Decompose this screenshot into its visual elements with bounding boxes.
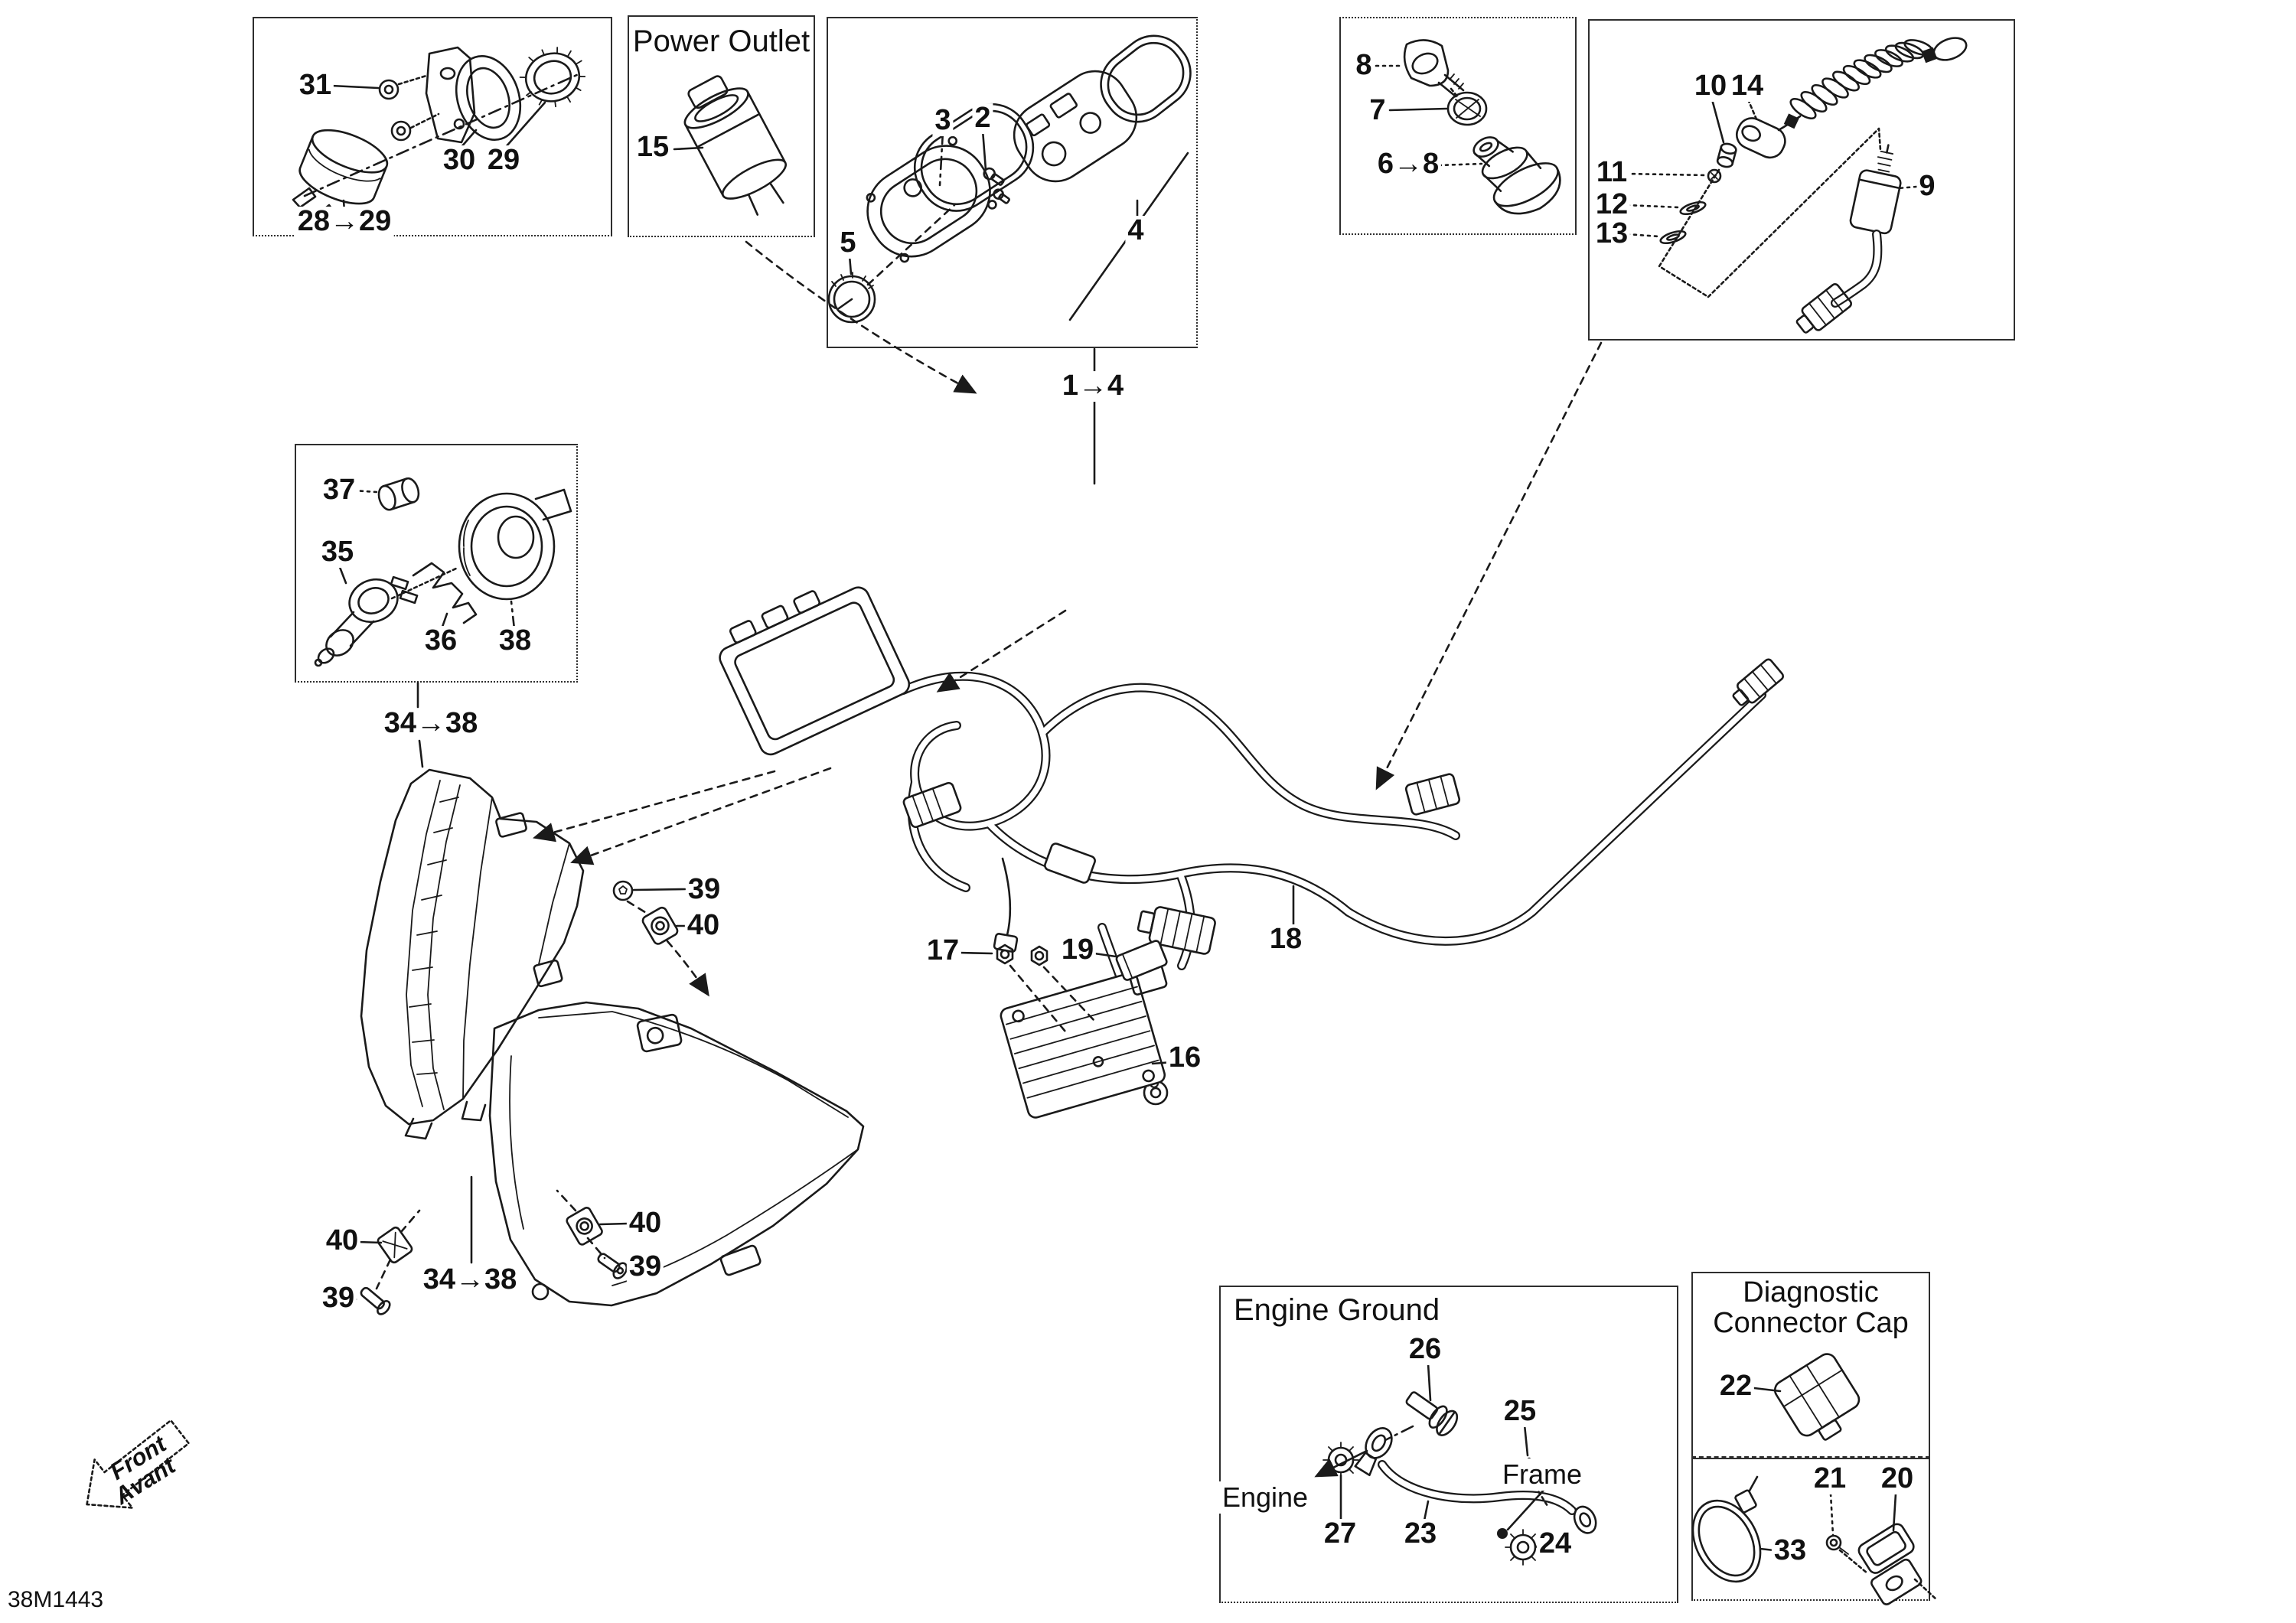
wiring-harness-drawing: [719, 586, 1784, 1106]
part-label-17: 17: [924, 935, 962, 966]
part-label-20: 20: [1878, 1463, 1916, 1494]
part-label-33: 33: [1771, 1535, 1809, 1566]
box-tether-cord: [1588, 19, 2015, 341]
part-label-40-upper: 40: [684, 910, 722, 941]
box-headlight-bulb: [295, 444, 578, 683]
part-label-37: 37: [320, 474, 358, 506]
part-label-24: 24: [1536, 1528, 1574, 1559]
part-label-21: 21: [1811, 1463, 1849, 1494]
gauge-cluster-drawing: [827, 34, 1192, 324]
part-label-30: 30: [440, 145, 478, 176]
cable-tie-drawing: [1691, 1475, 1776, 1583]
part-label-23: 23: [1401, 1518, 1440, 1550]
part-label-2: 2: [972, 103, 993, 134]
part-label-40-left: 40: [323, 1225, 361, 1256]
leader-lines: [352, 240, 1603, 1315]
part-label-28-29: 28→29: [295, 206, 394, 237]
part-label-29: 29: [484, 145, 523, 176]
part-label-5: 5: [837, 227, 859, 259]
engine-ground-title: Engine Ground: [1234, 1293, 1440, 1327]
screw-21-drawing: [1825, 1492, 1849, 1555]
box-key: [1339, 17, 1577, 235]
frame-label: Frame: [1485, 1458, 1600, 1491]
voltage-regulator-drawing: [957, 940, 1174, 1119]
headlight-lens-drawing: [488, 1001, 865, 1307]
engine-label: Engine: [1208, 1481, 1322, 1514]
part-label-38: 38: [496, 625, 534, 657]
part-label-39-left: 39: [319, 1282, 357, 1314]
part-label-36: 36: [422, 625, 460, 657]
part-label-12: 12: [1593, 189, 1631, 220]
headlight-housing-drawing: [360, 768, 585, 1140]
tether-cord-drawing: [1624, 37, 1968, 334]
front-direction-arrow: Front Avant: [86, 1419, 190, 1510]
part-label-9: 9: [1916, 171, 1938, 202]
engine-ground-drawing: [1314, 1362, 1597, 1566]
box-power-outlet: [628, 15, 815, 237]
part-label-25: 25: [1501, 1396, 1539, 1427]
part-label-35: 35: [318, 536, 357, 568]
box-gauge-cluster: [827, 17, 1198, 348]
part-label-11: 11: [1593, 157, 1630, 188]
part-label-39-upper: 39: [685, 874, 723, 905]
headlight-bulb-drawing: [314, 477, 572, 667]
box-ignition-switch: [253, 17, 612, 236]
part-label-26: 26: [1406, 1334, 1444, 1365]
part-label-16: 16: [1166, 1042, 1204, 1074]
key-and-lock-drawing: [1375, 39, 1561, 215]
part-label-34-38-top: 34→38: [381, 708, 481, 739]
box-diagnostic-cap: [1691, 1272, 1930, 1458]
part-label-6-8: 6→8: [1375, 148, 1442, 180]
part-label-1-4: 1→4: [1059, 370, 1127, 402]
part-label-27: 27: [1321, 1518, 1359, 1550]
part-label-14: 14: [1728, 70, 1766, 102]
part-label-39-right: 39: [626, 1251, 664, 1282]
part-label-7: 7: [1367, 95, 1388, 126]
part-label-34-38-bottom: 34→38: [420, 1264, 520, 1295]
box-engine-ground: [1219, 1286, 1678, 1603]
part-label-19: 19: [1058, 934, 1097, 966]
part-label-10: 10: [1691, 70, 1730, 102]
power-outlet-drawing: [673, 75, 787, 216]
diagnostic-title-line1: Diagnostic: [1743, 1276, 1879, 1309]
power-outlet-title: Power Outlet: [632, 24, 810, 58]
part-label-15: 15: [634, 132, 672, 163]
part-label-3: 3: [932, 105, 954, 136]
part-label-22: 22: [1717, 1370, 1755, 1402]
part-label-8: 8: [1353, 50, 1375, 81]
part-label-4: 4: [1125, 215, 1146, 246]
part-label-31: 31: [296, 70, 334, 101]
part-label-18: 18: [1267, 924, 1305, 955]
figure-code: 38M1443: [8, 1587, 104, 1612]
diagnostic-title-line2: Connector Cap: [1713, 1307, 1909, 1339]
ignition-switch-assembly-drawing: [292, 46, 586, 227]
clamp-drawing: [1838, 1492, 1938, 1605]
part-label-13: 13: [1593, 218, 1631, 249]
diagnostic-cap-drawing: [1753, 1353, 1861, 1441]
part-label-40-right: 40: [626, 1207, 664, 1239]
